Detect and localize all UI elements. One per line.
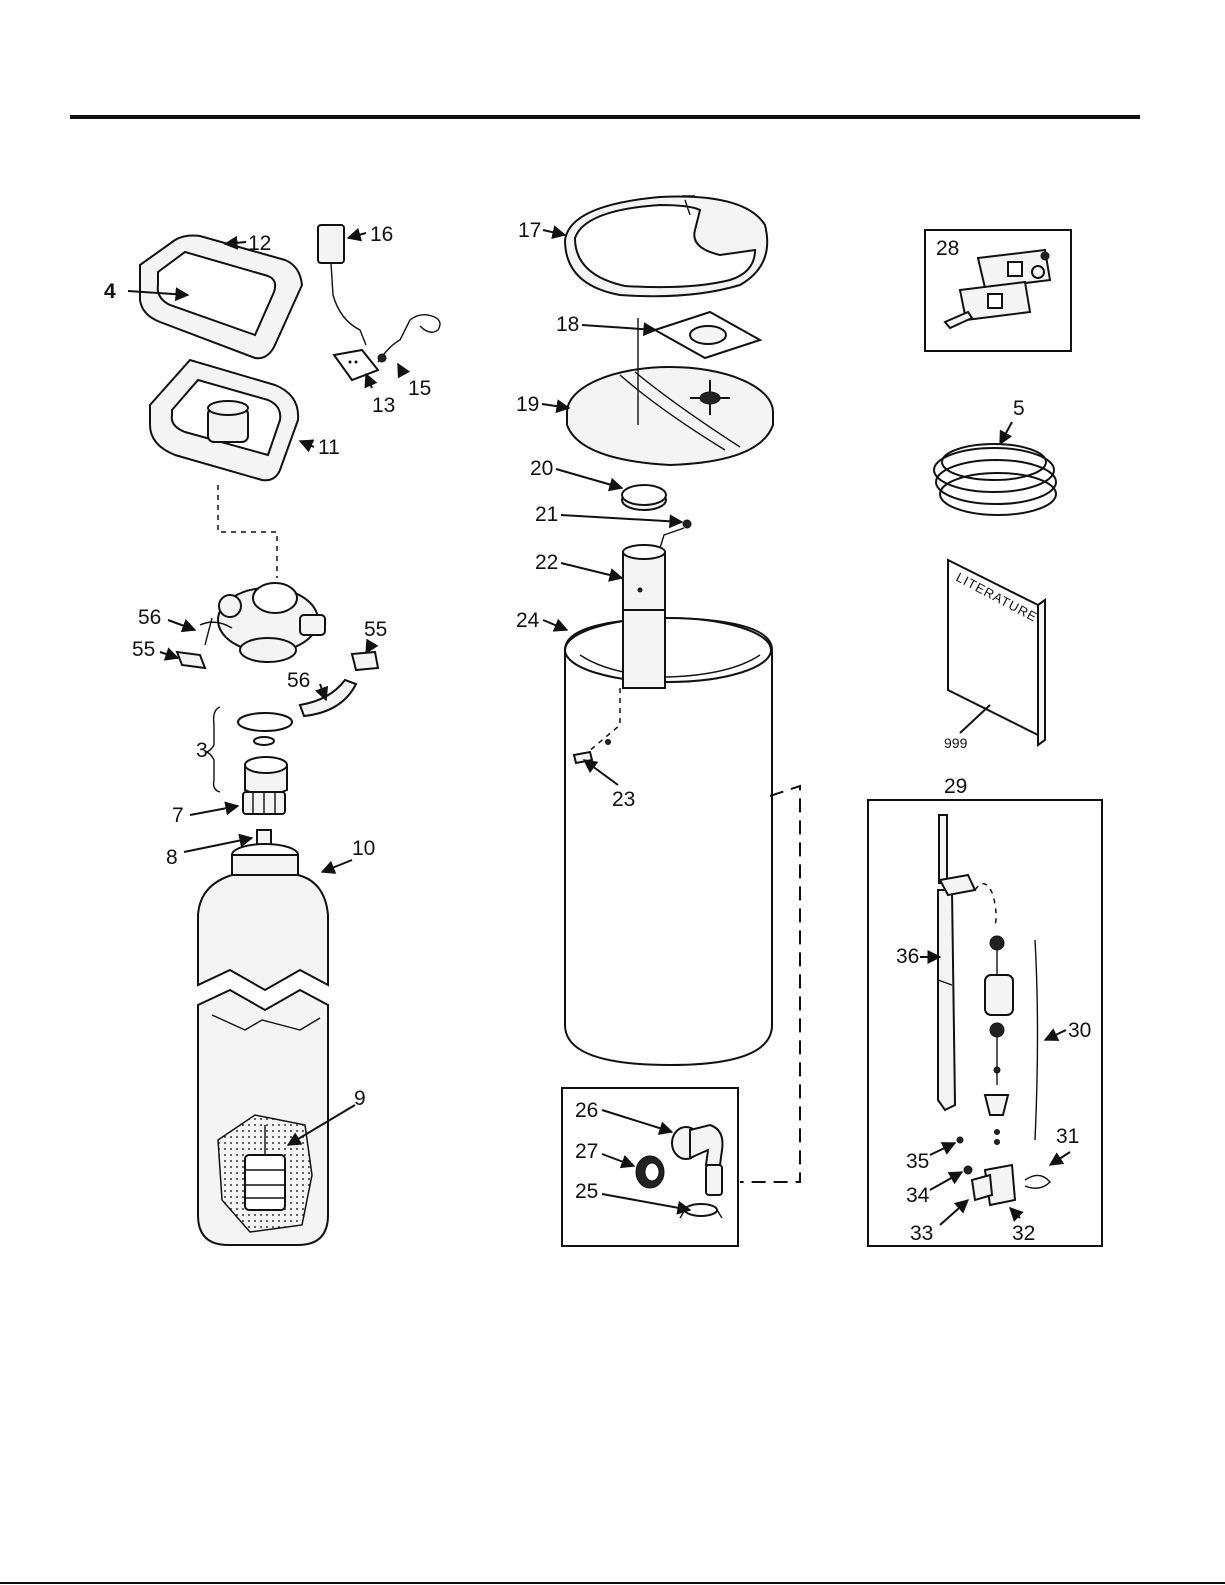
part-transformer-16 (318, 225, 366, 345)
label-32: 32 (1012, 1222, 1035, 1245)
label-19: 19 (516, 393, 539, 416)
part-tubing-5 (934, 444, 1056, 515)
label-18: 18 (556, 313, 579, 336)
part-cover-12 (140, 236, 302, 359)
label-56-lower: 56 (287, 669, 310, 692)
part-gasket-18 (655, 312, 760, 358)
label-11: 11 (318, 436, 340, 459)
label-3: 3 (196, 739, 208, 762)
label-55-right: 55 (364, 618, 387, 641)
part-nut-21 (683, 520, 691, 528)
part-timer-13 (334, 350, 378, 380)
label-8: 8 (166, 846, 178, 869)
part-brine-tank-24 (565, 610, 772, 1065)
part-brine-valve-assembly (938, 815, 1050, 1205)
label-12: 12 (248, 232, 271, 255)
label-36: 36 (896, 945, 919, 968)
label-20: 20 (530, 457, 553, 480)
label-35: 35 (906, 1150, 929, 1173)
label-23: 23 (612, 788, 635, 811)
label-999: 999 (944, 735, 968, 751)
label-4: 4 (104, 280, 116, 303)
part-bracket-28 (945, 250, 1050, 328)
part-lid-17 (565, 196, 767, 296)
part-cap-20 (622, 485, 666, 510)
label-17: 17 (518, 219, 541, 242)
part-clip-55-left (177, 652, 205, 668)
label-9: 9 (354, 1087, 366, 1110)
label-34: 34 (906, 1184, 930, 1207)
part-clip-55-right (352, 652, 378, 670)
part-cord-15 (378, 315, 440, 362)
label-7: 7 (172, 804, 184, 827)
label-28: 28 (936, 237, 959, 260)
part-control-valve (200, 583, 325, 662)
part-housing-11 (150, 360, 298, 480)
label-25: 25 (575, 1180, 598, 1203)
label-22: 22 (535, 551, 558, 574)
label-10: 10 (352, 837, 375, 860)
label-24: 24 (516, 609, 540, 632)
label-56-upper: 56 (138, 606, 161, 629)
label-29: 29 (944, 775, 967, 798)
label-30: 30 (1068, 1019, 1091, 1042)
part-distributor-7 (243, 792, 285, 814)
label-16: 16 (370, 223, 393, 246)
label-21: 21 (535, 503, 558, 526)
part-literature-999: LITERATURE (948, 560, 1045, 745)
label-27: 27 (575, 1140, 598, 1163)
part-clamp-25 (680, 1204, 722, 1218)
label-33: 33 (910, 1222, 933, 1245)
label-26: 26 (575, 1099, 598, 1122)
part-adapter-3 (205, 707, 292, 795)
label-5: 5 (1013, 397, 1025, 420)
label-13: 13 (372, 394, 395, 417)
part-grommet-27 (636, 1156, 664, 1188)
label-15: 15 (408, 377, 431, 400)
label-31: 31 (1056, 1125, 1079, 1148)
part-elbow-26 (672, 1125, 723, 1195)
label-55-left: 55 (132, 638, 155, 661)
